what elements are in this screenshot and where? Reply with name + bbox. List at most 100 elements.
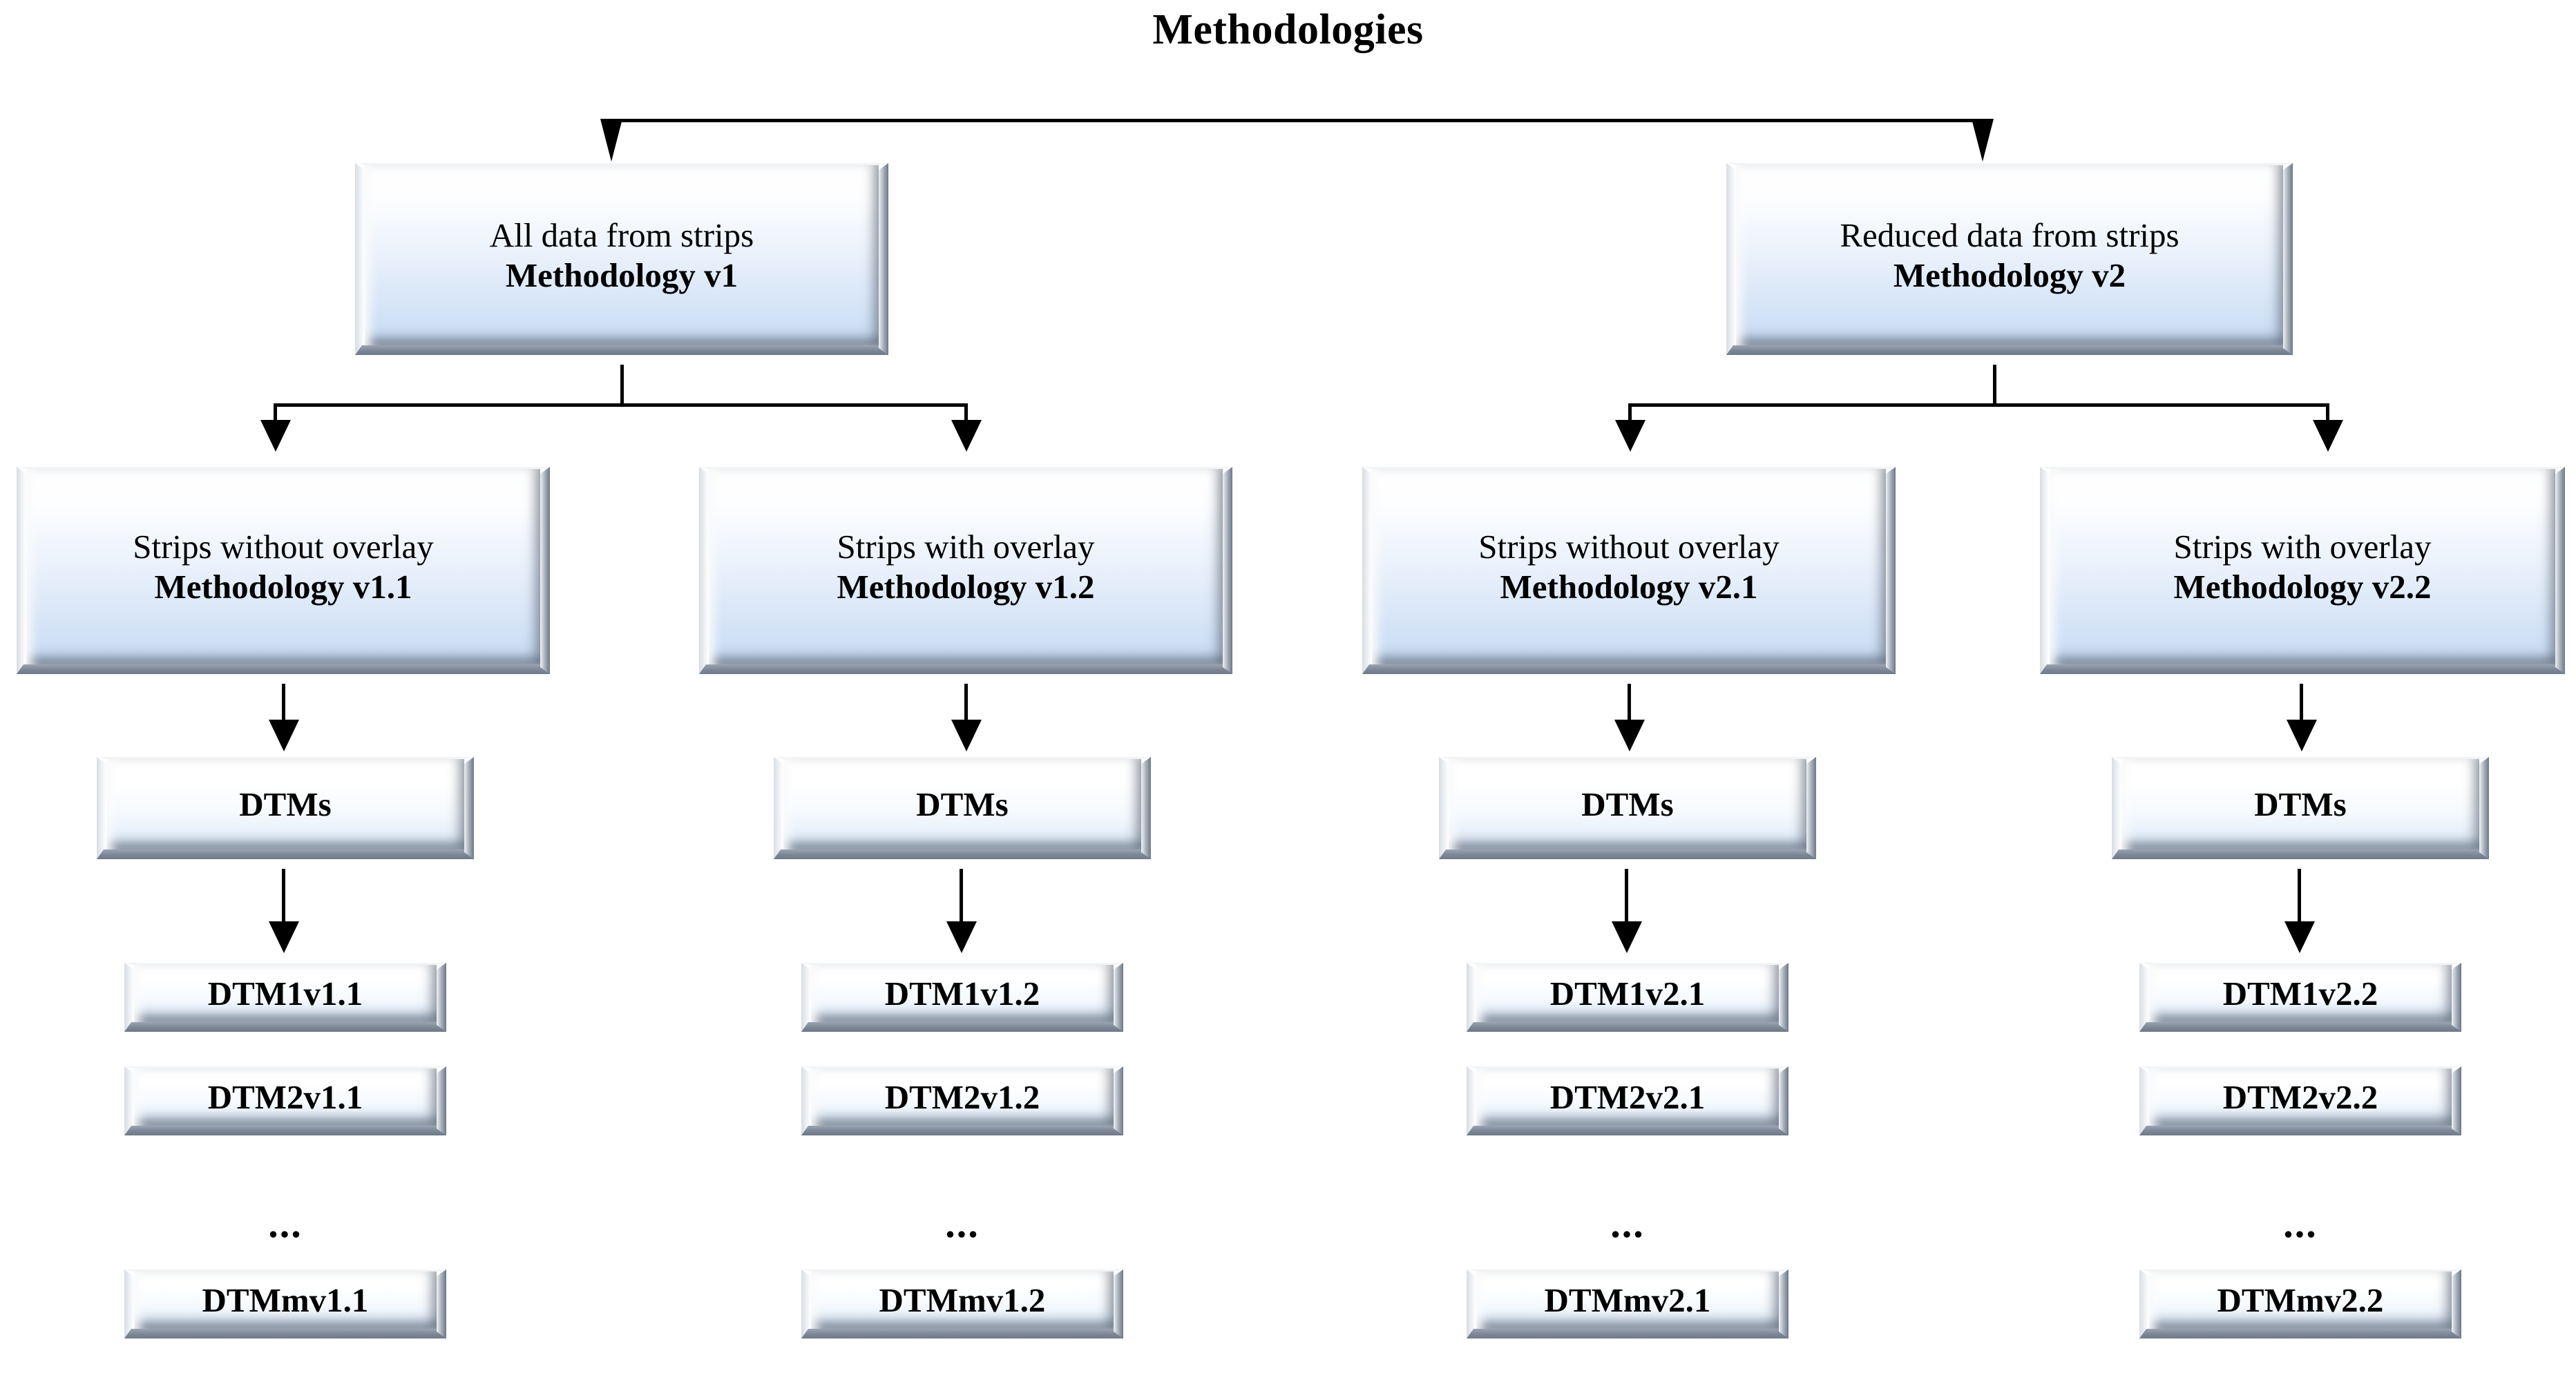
- box-bevel-bottom: [699, 664, 1232, 674]
- methodology-v22-box[interactable]: Strips with overlay Methodology v2.2: [2040, 467, 2565, 674]
- v2-arrow-to-v22: [2313, 420, 2343, 452]
- dtms-box-v21[interactable]: DTMs: [1439, 757, 1816, 859]
- leaf-box-dtmmv11[interactable]: DTMmv1.1: [124, 1269, 446, 1338]
- v12-to-dtms-arrow: [951, 720, 982, 751]
- leaf-ellipsis-col2: ...: [945, 1201, 980, 1246]
- box-bevel-bottom: [124, 1329, 446, 1338]
- methodology-v11-box[interactable]: Strips without overlay Methodology v1.1: [17, 467, 550, 674]
- box-bevel-bottom: [355, 345, 888, 355]
- methodology-v12-box[interactable]: Strips with overlay Methodology v1.2: [699, 467, 1232, 674]
- leaf-box-dtm2v12[interactable]: DTM2v1.2: [801, 1066, 1123, 1135]
- leaf-ellipsis-col3: ...: [1610, 1201, 1645, 1246]
- dtms-to-leaf-line-1: [282, 869, 285, 928]
- leaf-ellipsis-col1: ...: [268, 1201, 303, 1246]
- box-bevel-bottom: [801, 1329, 1123, 1338]
- leaf-label-dtmmv22: DTMmv2.2: [2217, 1280, 2384, 1319]
- leaf-label-dtmmv11: DTMmv1.1: [202, 1280, 369, 1319]
- box-bevel-bottom: [97, 850, 474, 859]
- methodology-v22-line1: Strips with overlay: [2173, 527, 2432, 566]
- methodology-v12-line2: Methodology v1.2: [837, 567, 1095, 606]
- methodology-v11-line2: Methodology v1.1: [154, 567, 412, 606]
- leaf-box-dtmmv21[interactable]: DTMmv2.1: [1467, 1269, 1788, 1338]
- leaf-box-dtm1v12[interactable]: DTM1v1.2: [801, 963, 1123, 1032]
- box-bevel-bottom: [2040, 664, 2565, 674]
- v1-arrow-to-v12: [951, 420, 982, 452]
- box-bevel-bottom: [1467, 1126, 1788, 1135]
- methodology-v11-line1: Strips without overlay: [133, 527, 434, 566]
- dtms-box-v12[interactable]: DTMs: [774, 757, 1151, 859]
- leaf-box-dtmmv12[interactable]: DTMmv1.2: [801, 1269, 1123, 1338]
- leaf-label-dtmmv21: DTMmv2.1: [1544, 1280, 1711, 1319]
- box-bevel-bottom: [17, 664, 550, 674]
- methodology-v1-box[interactable]: All data from strips Methodology v1: [355, 163, 888, 355]
- v11-to-dtms-arrow: [269, 720, 299, 751]
- leaf-label-dtmmv12: DTMmv1.2: [879, 1280, 1046, 1319]
- box-bevel-bottom: [801, 1022, 1123, 1032]
- box-bevel-bottom: [1467, 1022, 1788, 1032]
- leaf-label-dtm1v21: DTM1v2.1: [1549, 974, 1706, 1012]
- v11-to-dtms-line: [282, 684, 285, 727]
- methodology-v12-line1: Strips with overlay: [837, 527, 1095, 566]
- leaf-box-dtm2v11[interactable]: DTM2v1.1: [124, 1066, 446, 1135]
- methodology-v2-box[interactable]: Reduced data from strips Methodology v2: [1726, 163, 2293, 355]
- box-bevel-bottom: [1467, 1329, 1788, 1338]
- box-bevel-bottom: [2139, 1126, 2461, 1135]
- dtms-to-leaf-line-2: [960, 869, 963, 928]
- leaf-box-dtm1v11[interactable]: DTM1v1.1: [124, 963, 446, 1032]
- methodology-v21-box[interactable]: Strips without overlay Methodology v2.1: [1362, 467, 1896, 674]
- v12-to-dtms-line: [964, 684, 968, 727]
- leaf-box-dtm2v21[interactable]: DTM2v2.1: [1467, 1066, 1788, 1135]
- leaf-label-dtm1v12: DTM1v1.2: [884, 974, 1040, 1012]
- v2-fork-left-stem: [1628, 403, 1632, 427]
- dtms-label-v22: DTMs: [2254, 785, 2347, 823]
- v22-to-dtms-line: [2300, 684, 2303, 727]
- leaf-label-dtm2v11: DTM2v1.1: [207, 1077, 363, 1116]
- root-arrow-left: [600, 119, 622, 162]
- dtms-to-leaf-arrow-2: [946, 921, 977, 953]
- v22-to-dtms-arrow: [2287, 720, 2317, 751]
- dtms-to-leaf-arrow-3: [1612, 921, 1642, 953]
- v1-arrow-to-v11: [260, 420, 291, 452]
- leaf-box-dtmmv22[interactable]: DTMmv2.2: [2139, 1269, 2461, 1338]
- box-bevel-bottom: [124, 1126, 446, 1135]
- dtms-box-v22[interactable]: DTMs: [2112, 757, 2489, 859]
- v2-fork-stem: [1993, 365, 1996, 406]
- dtms-label-v11: DTMs: [239, 785, 332, 823]
- v2-arrow-to-v21: [1615, 420, 1645, 452]
- root-arrow-right: [1972, 119, 1994, 162]
- dtms-label-v21: DTMs: [1581, 785, 1674, 823]
- v21-to-dtms-line: [1628, 684, 1631, 727]
- box-bevel-bottom: [1439, 850, 1816, 859]
- v2-fork-horizontal: [1628, 403, 2329, 407]
- v2-fork-right-stem: [2326, 403, 2329, 427]
- leaf-label-dtm1v11: DTM1v1.1: [207, 974, 363, 1012]
- v21-to-dtms-arrow: [1614, 720, 1645, 751]
- v1-fork-left-stem: [274, 403, 277, 427]
- leaf-label-dtm1v22: DTM1v2.2: [2222, 974, 2378, 1012]
- leaf-box-dtm2v22[interactable]: DTM2v2.2: [2139, 1066, 2461, 1135]
- box-bevel-bottom: [2139, 1329, 2461, 1338]
- box-bevel-bottom: [774, 850, 1151, 859]
- leaf-label-dtm2v22: DTM2v2.2: [2222, 1077, 2378, 1116]
- box-bevel-bottom: [2139, 1022, 2461, 1032]
- methodology-v22-line2: Methodology v2.2: [2173, 567, 2432, 606]
- diagram-title: Methodologies: [1152, 6, 1424, 53]
- root-connector-horizontal: [610, 119, 1985, 122]
- dtms-to-leaf-line-3: [1625, 869, 1628, 928]
- methodology-v1-line2: Methodology v1: [505, 256, 738, 294]
- methodology-v21-line2: Methodology v2.1: [1500, 567, 1758, 606]
- dtms-to-leaf-arrow-4: [2284, 921, 2315, 953]
- v1-fork-stem: [620, 365, 624, 406]
- leaf-box-dtm1v21[interactable]: DTM1v2.1: [1467, 963, 1788, 1032]
- methodology-v1-line1: All data from strips: [489, 215, 754, 254]
- leaf-box-dtm1v22[interactable]: DTM1v2.2: [2139, 963, 2461, 1032]
- box-bevel-bottom: [801, 1126, 1123, 1135]
- leaf-label-dtm2v21: DTM2v2.1: [1549, 1077, 1706, 1116]
- box-bevel-bottom: [2112, 850, 2489, 859]
- methodology-v2-line2: Methodology v2: [1893, 256, 2126, 294]
- box-bevel-bottom: [1726, 345, 2293, 355]
- v1-fork-horizontal: [274, 403, 968, 407]
- methodology-v21-line1: Strips without overlay: [1478, 527, 1780, 566]
- dtms-box-v11[interactable]: DTMs: [97, 757, 474, 859]
